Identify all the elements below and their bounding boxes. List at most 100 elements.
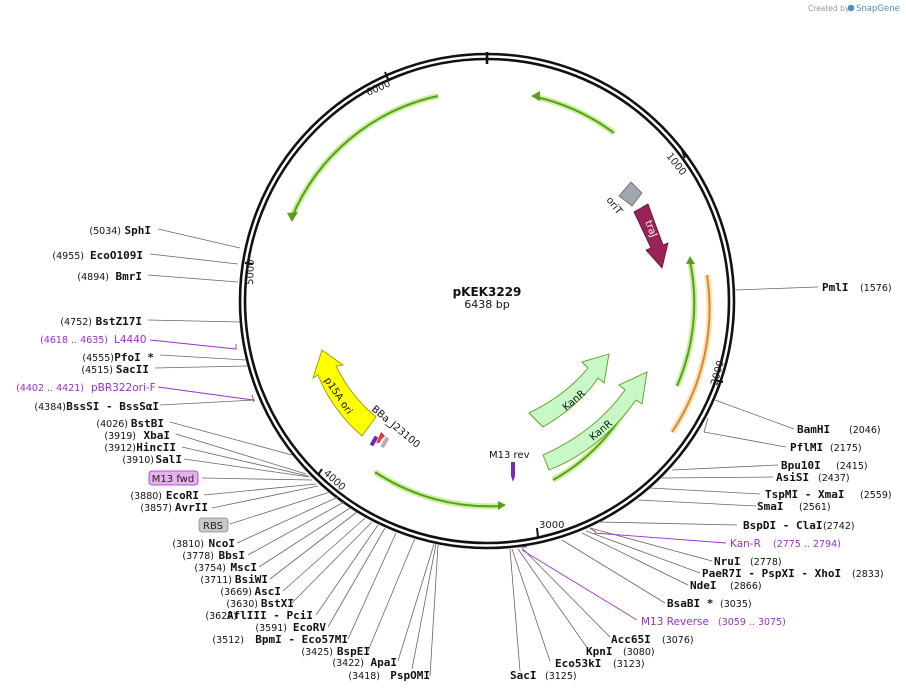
enzyme-pos: (5034) bbox=[89, 226, 121, 237]
enzyme-pos: (3857) bbox=[140, 503, 172, 514]
primer-labels: (4618 .. 4635) L4440 (4402 .. 4421) pBR3… bbox=[16, 334, 841, 628]
enzyme-pos: (3080) bbox=[623, 647, 655, 658]
enzyme-pos: (3035) bbox=[720, 599, 752, 610]
enzyme-pos: (3425) bbox=[301, 647, 333, 658]
enzyme-pos: (2415) bbox=[836, 461, 868, 472]
enzyme-name: BstXI bbox=[261, 597, 294, 610]
enzyme-name: NdeI bbox=[690, 579, 717, 592]
primer-range: (4618 .. 4635) bbox=[40, 335, 108, 346]
enzyme-pos: (3754) bbox=[194, 563, 226, 574]
enzyme-name: PmlI bbox=[822, 281, 849, 294]
enzyme-pos: (3512) bbox=[212, 635, 244, 646]
kanr-feature-2: KanR bbox=[542, 371, 648, 471]
enzyme-pos: (3912) bbox=[104, 443, 136, 454]
enzyme-name: ApaI bbox=[371, 656, 398, 669]
enzyme-pos: (4955) bbox=[52, 251, 84, 262]
enzyme-name: PfoI * bbox=[114, 351, 154, 364]
enzyme-name: EcoRI bbox=[166, 489, 199, 502]
enzyme-name: BpmI - Eco57MI bbox=[255, 633, 348, 646]
enzyme-name: PspOMI bbox=[390, 669, 430, 682]
promoter-feature: BBa_J23100 bbox=[369, 404, 422, 451]
enzyme-name: BssSI - BssSαI bbox=[66, 400, 159, 413]
enzyme-name: Bpu10I bbox=[781, 459, 821, 472]
enzyme-name: SalI bbox=[156, 453, 183, 466]
enzyme-pos: (2833) bbox=[852, 569, 884, 580]
m13-rev-label: M13 rev bbox=[489, 450, 530, 461]
enzyme-pos: (3630) bbox=[226, 599, 258, 610]
enzyme-name: PaeR7I - PspXI - XhoI bbox=[702, 567, 841, 580]
enzyme-pos: (4894) bbox=[77, 272, 109, 283]
enzyme-name: SmaI bbox=[757, 500, 784, 513]
enzyme-name: Acc65I bbox=[611, 633, 651, 646]
enzyme-name: BspEI bbox=[337, 645, 370, 658]
enzyme-name: BspDI - ClaI bbox=[743, 519, 822, 532]
enzyme-name: Eco53kI bbox=[555, 657, 601, 670]
enzyme-name: AscI bbox=[255, 585, 282, 598]
enzyme-name: EcoO109I bbox=[90, 249, 143, 262]
enzyme-name: TspMI - XmaI bbox=[765, 488, 844, 501]
enzyme-pos: (2437) bbox=[818, 473, 850, 484]
enzyme-pos: (3810) bbox=[172, 539, 204, 550]
enzyme-name: BamHI bbox=[797, 423, 830, 436]
enzyme-name: AvrII bbox=[175, 501, 208, 514]
enzyme-pos: (4515) bbox=[81, 365, 113, 376]
kanr-feature-1: KanR bbox=[528, 353, 610, 428]
enzyme-pos: (4752) bbox=[60, 317, 92, 328]
tick-5000: 5000 bbox=[245, 259, 257, 285]
p15a-ori-feature: p15A ori bbox=[312, 349, 377, 437]
traj-feature: traJ bbox=[633, 203, 669, 269]
plasmid-name: pKEK3229 bbox=[453, 285, 522, 299]
enzyme-pos: (3627) bbox=[205, 611, 237, 622]
enzyme-pos: (2561) bbox=[799, 502, 831, 513]
enzyme-labels-right: PmlI (1576) BamHI (2046) PflMI (2175) Bp… bbox=[510, 281, 892, 682]
enzyme-pos: (2778) bbox=[750, 557, 782, 568]
enzyme-pos: (3591) bbox=[255, 623, 287, 634]
enzyme-pos: (3418) bbox=[348, 671, 380, 682]
promoter-label: BBa_J23100 bbox=[369, 404, 422, 451]
enzyme-pos: (2742) bbox=[823, 521, 855, 532]
primer-name: pBR322ori-F bbox=[91, 382, 156, 394]
m13-rev-feature: M13 rev bbox=[489, 450, 530, 482]
enzyme-name: KpnI bbox=[586, 645, 613, 658]
enzyme-pos: (4555) bbox=[82, 353, 114, 364]
enzyme-pos: (2866) bbox=[730, 581, 762, 592]
brand-text: SnapGene bbox=[856, 4, 900, 14]
rbs-badge: RBS bbox=[198, 517, 229, 533]
enzyme-name: BmrI bbox=[116, 270, 143, 283]
enzyme-name: SphI bbox=[125, 224, 152, 237]
plasmid-size: 6438 bp bbox=[464, 298, 509, 311]
snapgene-logo-icon bbox=[847, 4, 855, 12]
enzyme-name: BstBI bbox=[131, 417, 164, 430]
enzyme-pos: (3076) bbox=[662, 635, 694, 646]
enzyme-pos: (4026) bbox=[96, 419, 128, 430]
enzyme-name: NcoI bbox=[209, 537, 236, 550]
enzyme-name: SacI bbox=[510, 669, 537, 682]
enzyme-name: BsiWI bbox=[235, 573, 268, 586]
enzyme-pos: (3880) bbox=[130, 491, 162, 502]
enzyme-name: PflMI bbox=[790, 441, 823, 454]
enzyme-pos: (2559) bbox=[860, 490, 892, 501]
primer-lines bbox=[149, 339, 727, 621]
enzyme-name: HincII bbox=[136, 441, 176, 454]
enzyme-name: NruI bbox=[714, 555, 741, 568]
enzyme-pos: (1576) bbox=[860, 283, 892, 294]
enzyme-pos: (3711) bbox=[200, 575, 232, 586]
primer-name: L4440 bbox=[114, 334, 147, 346]
primer-range: (2775 .. 2794) bbox=[773, 539, 841, 550]
enzyme-name: AsiSI bbox=[776, 471, 809, 484]
enzyme-pos: (2175) bbox=[830, 443, 862, 454]
enzyme-name: BsaBI * bbox=[667, 597, 713, 610]
enzyme-labels-left: (5034) SphI (4955) EcoO109I (4894) BmrI … bbox=[34, 224, 430, 682]
leader-lines bbox=[147, 228, 819, 677]
tick-3000: 3000 bbox=[539, 520, 564, 531]
enzyme-name: MscI bbox=[231, 561, 258, 574]
enzyme-name: BstZ17I bbox=[96, 315, 142, 328]
enzyme-pos: (3919) bbox=[104, 431, 136, 442]
orf-arcs bbox=[287, 91, 713, 510]
tick-6000: 6000 bbox=[365, 78, 393, 98]
primer-range: (3059 .. 3075) bbox=[718, 617, 786, 628]
primer-range: (4402 .. 4421) bbox=[16, 383, 84, 394]
enzyme-pos: (3422) bbox=[332, 658, 364, 669]
enzyme-pos: (3910) bbox=[122, 455, 154, 466]
